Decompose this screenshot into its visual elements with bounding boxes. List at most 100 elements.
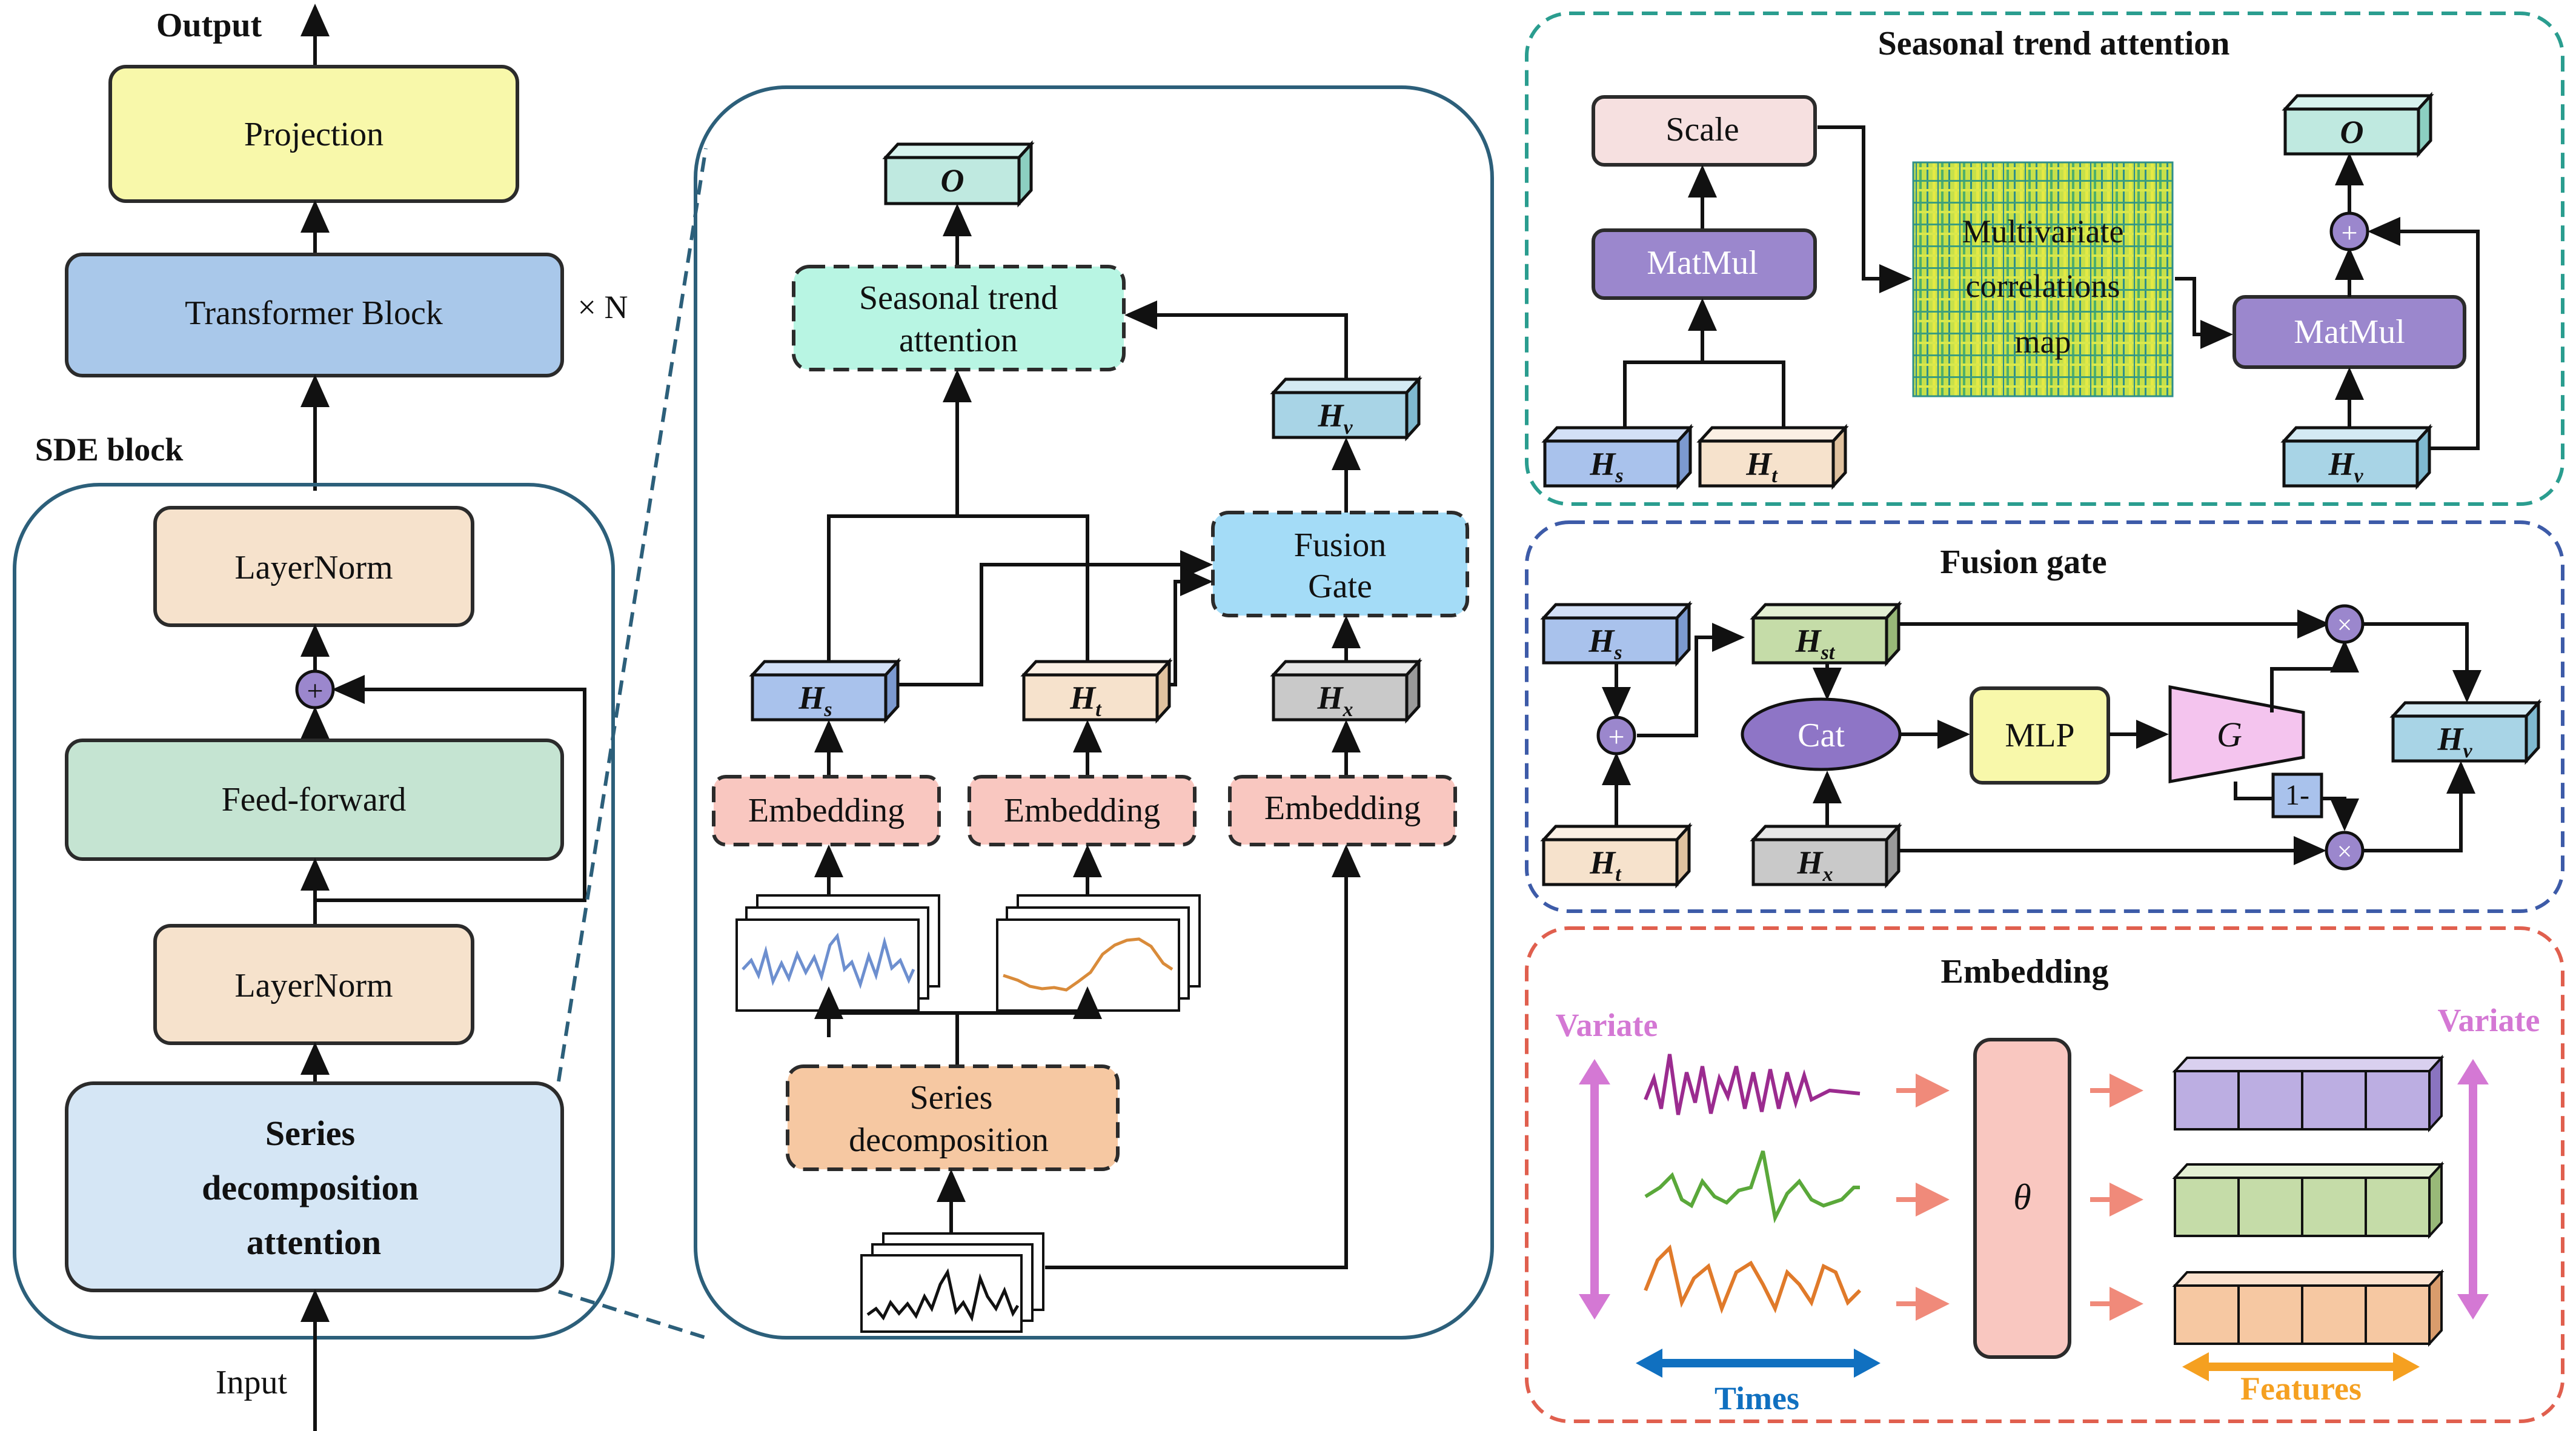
feature-row-purple: [2172, 1054, 2445, 1133]
input-label: Input: [216, 1364, 288, 1401]
sda-line3: attention: [247, 1223, 381, 1262]
features-arrow-left: [2182, 1352, 2209, 1381]
residual-skip-connection: [315, 675, 586, 902]
variate-wave-purple: [1644, 1054, 1861, 1115]
fusion-hv-cube: Hv: [2389, 699, 2542, 765]
hs-ht-to-matmul-connector: [1623, 360, 1785, 436]
middle-panel: O Seasonal trend attention Hv Fusion Gat…: [694, 85, 1494, 1340]
input-to-emb3-arrow: [1045, 845, 1361, 1269]
fusion-line1: Fusion: [1294, 526, 1387, 564]
sda-line2: decomposition: [202, 1168, 419, 1207]
embedding-panel: Embedding Variate Times θ: [1525, 926, 2564, 1423]
middle-ht-cube: Ht: [1020, 657, 1173, 724]
residual-plus-sign: +: [307, 675, 323, 707]
seasonal-hs-cube: Hs: [1541, 423, 1694, 490]
seasonal-component-plot: [735, 894, 940, 1012]
fusion-gate-panel: Fusion gate Hs + Ht Hst Cat: [1525, 520, 2564, 913]
map-line2: correlations: [1966, 268, 2120, 304]
output-label: Output: [156, 7, 262, 44]
embedding-label-1: Embedding: [748, 792, 905, 829]
fusion-hv-label: Hv: [2437, 721, 2472, 762]
times-n-label: × N: [578, 289, 628, 325]
matmul-left-label: MatMul: [1647, 244, 1758, 282]
middle-hv-label: Hv: [1317, 397, 1353, 439]
middle-panel-frame: [694, 85, 1494, 1340]
seasonal-hs-label: Hs: [1589, 446, 1623, 487]
variate-left-arrow-up: [1579, 1059, 1610, 1084]
series-decomp-line1: Series: [910, 1079, 993, 1117]
fusion-gate-box: [1211, 511, 1469, 617]
input-series-plot: [860, 1232, 1044, 1333]
times-label: Times: [1715, 1380, 1799, 1416]
features-arrow-right: [2393, 1352, 2420, 1381]
hv-residual-arrow: [2368, 217, 2480, 450]
embedding-box-2: [968, 775, 1197, 846]
middle-hx-label: Hx: [1316, 680, 1353, 721]
embedding-panel-title: Embedding: [1941, 953, 2109, 991]
fusion-hst-cube: Hst: [1750, 600, 1902, 667]
sda-line1: Series: [265, 1114, 355, 1153]
middle-hs-label: Hs: [798, 680, 832, 721]
times-top-sign: ×: [2337, 610, 2352, 640]
hs-ht-to-sta-connector: [827, 514, 1089, 662]
variate-wave-green: [1644, 1150, 1860, 1224]
seasonal-panel-frame: [1525, 12, 2564, 506]
fusion-hx-label: Hx: [1796, 845, 1833, 886]
fusion-ht-cube: Ht: [1540, 822, 1693, 889]
map-line3: map: [2015, 324, 2071, 360]
fusion-panel-title: Fusion gate: [1940, 543, 2106, 581]
fusion-panel-frame: [1525, 520, 2564, 913]
plus-to-hst-arrow: [1637, 623, 1745, 737]
g-to-one-minus: [2234, 782, 2272, 800]
seasonal-panel-title: Seasonal trend attention: [1878, 25, 2230, 62]
trend-component-plot: [996, 894, 1201, 1012]
transformer-block-label: Transformer Block: [185, 294, 443, 332]
sde-block-title: SDE block: [35, 431, 184, 468]
times-arrow-right: [1854, 1349, 1881, 1378]
mlp-label: MLP: [2005, 717, 2074, 754]
sta-line1: Seasonal trend: [859, 279, 1058, 317]
middle-hv-cube: Hv: [1270, 375, 1422, 442]
one-minus-label: 1-: [2285, 779, 2309, 811]
layernorm-bottom-label: LayerNorm: [234, 967, 393, 1004]
times-top-to-hv-arrow: [2363, 622, 2481, 703]
layernorm-top-label: LayerNorm: [234, 549, 393, 586]
projection-label: Projection: [244, 116, 383, 153]
fusion-line2: Gate: [1308, 568, 1372, 605]
features-label: Features: [2240, 1370, 2362, 1407]
times-bottom-sign: ×: [2337, 837, 2352, 866]
times-arrow-left: [1636, 1349, 1662, 1378]
embedding-panel-frame: [1525, 926, 2564, 1423]
seasonal-ht-label: Ht: [1745, 446, 1778, 487]
matmul-right-label: MatMul: [2294, 313, 2405, 351]
g-label: G: [2217, 715, 2242, 754]
fusion-plus-sign: +: [1608, 721, 1624, 753]
fusion-hs-cube: Hs: [1540, 600, 1693, 667]
mlp-box: [1970, 686, 2110, 785]
fusion-hs-label: Hs: [1588, 623, 1622, 664]
map-line1: Multivariate: [1962, 213, 2124, 250]
seasonal-hv-cube: Hv: [2280, 423, 2433, 490]
middle-hs-cube: Hs: [749, 657, 901, 724]
one-minus-to-times-arrow: [2322, 797, 2359, 831]
scale-to-map-arrow: [1817, 125, 1912, 293]
one-minus-box: [2271, 772, 2323, 818]
seasonal-o-cube: O: [2282, 91, 2434, 158]
g-to-times-top-arrow: [2270, 640, 2359, 712]
correlation-map: [1912, 161, 2174, 397]
embedding-label-3: Embedding: [1264, 789, 1421, 827]
series-decomp-line2: decomposition: [849, 1121, 1049, 1159]
left-column: Output Projection Transformer Block × N …: [13, 4, 708, 1431]
cat-label: Cat: [1798, 717, 1845, 754]
variate-right-arrow-up: [2457, 1059, 2489, 1084]
feed-forward-label: Feed-forward: [222, 781, 407, 818]
seasonal-hv-label: Hv: [2328, 446, 2363, 487]
variate-left-label: Variate: [1556, 1007, 1658, 1043]
embedding-box-3: [1228, 775, 1457, 846]
fusion-hst-label: Hst: [1795, 623, 1836, 664]
middle-ht-label: Ht: [1069, 680, 1102, 721]
scale-label: Scale: [1665, 111, 1739, 148]
variate-right-arrow-down: [2457, 1294, 2489, 1320]
seasonal-plus-sign: +: [2341, 217, 2357, 249]
